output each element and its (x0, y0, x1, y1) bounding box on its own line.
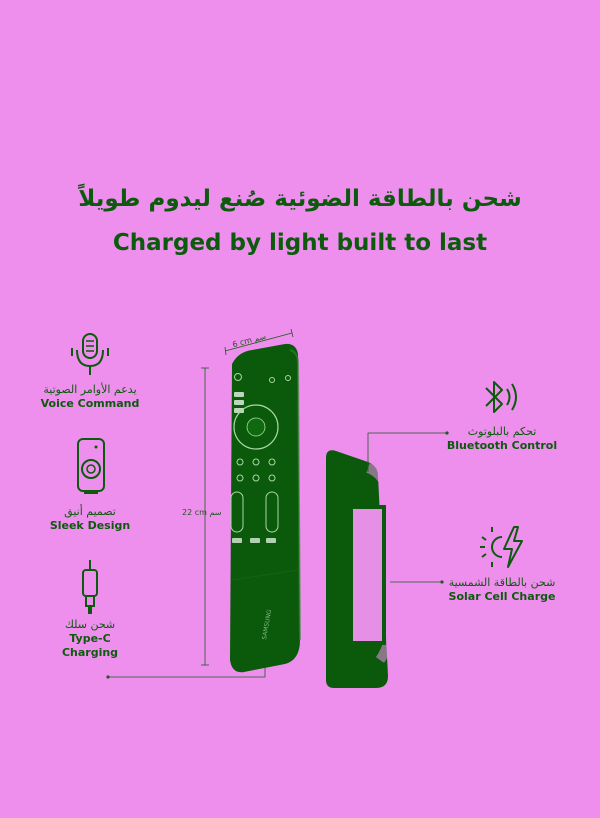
voice-command-label-en: Voice Command (40, 397, 140, 410)
height-dimension-line (201, 367, 209, 666)
microphone-icon (70, 332, 110, 378)
remote-back (326, 450, 400, 688)
solar-label-en: Solar Cell Charge (448, 590, 556, 603)
width-dimension-line (224, 328, 294, 356)
type-c-label-en-2: Charging (61, 646, 119, 659)
type-c-label-en-1: Type-C (69, 632, 111, 645)
height-dimension-text: 22 cm سم (182, 508, 222, 517)
bluetooth-label: تحكم بالبلوتوث Bluetooth Control (432, 425, 572, 453)
solar-charge-icon (480, 525, 526, 569)
type-c-label-ar: شحن سلك (64, 618, 116, 631)
solar-callout-line (390, 580, 444, 584)
bluetooth-label-ar: تحكم بالبلوتوث (467, 425, 537, 438)
bluetooth-label-en: Bluetooth Control (446, 439, 558, 452)
bluetooth-callout-line (367, 431, 449, 472)
sleek-design-label: تصميم أنيق Sleek Design (20, 505, 160, 533)
remote-front (230, 343, 301, 673)
headline-english: Charged by light built to last (112, 230, 488, 256)
solar-label: شحن بالطاقة الشمسية Solar Cell Charge (432, 576, 572, 604)
sleek-design-label-ar: تصميم أنيق (64, 505, 116, 518)
bluetooth-icon (482, 376, 522, 418)
voice-command-label-ar: يدعم الأوامر الصوتية (43, 383, 137, 396)
solar-label-ar: شحن بالطاقة الشمسية (448, 576, 556, 589)
headline-arabic: شحن بالطاقة الضوئية صُنع ليدوم طويلاً (78, 186, 522, 212)
sleek-design-label-en: Sleek Design (49, 519, 131, 532)
type-c-label: شحن سلك Type-C Charging (20, 618, 160, 660)
remote-design-icon (74, 437, 108, 497)
usb-c-cable-icon (77, 560, 103, 616)
voice-command-label: يدعم الأوامر الصوتية Voice Command (20, 383, 160, 411)
